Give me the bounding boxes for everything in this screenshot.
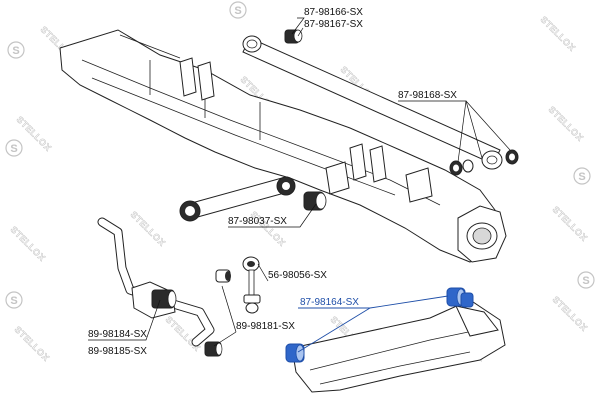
label-87-98164: 87-98164-SX	[300, 297, 359, 308]
watermark-left-3: STELLOX	[9, 224, 48, 263]
watermark-mid-7: STELLOX	[164, 314, 203, 353]
control-arm-bushing-front	[285, 343, 305, 363]
label-87-98168: 87-98168-SX	[398, 90, 457, 101]
trailing-link	[179, 176, 327, 222]
watermark-right-1: STELLOX	[539, 14, 578, 53]
watermark-s-mark-3: S	[5, 291, 23, 309]
label-89-98184: 89-98184-SX	[88, 329, 147, 340]
rod-eye-right	[481, 150, 503, 170]
rod-eye-left	[242, 35, 262, 53]
watermark-s-mark-2: S	[5, 139, 23, 157]
label-87-98167: 87-98167-SX	[304, 19, 363, 30]
watermark-s-mark-1: S	[7, 41, 25, 59]
svg-text:S: S	[10, 295, 17, 307]
lower-control-arm	[285, 287, 506, 393]
watermark-right-2: STELLOX	[547, 104, 586, 143]
watermark-right-4: STELLOX	[551, 294, 590, 333]
stabilizer-bar	[97, 217, 231, 357]
watermark-right-3: STELLOX	[551, 204, 590, 243]
hub-flange	[457, 205, 507, 263]
watermark-left-4: STELLOX	[13, 324, 52, 363]
label-56-98056: 56-98056-SX	[268, 270, 327, 281]
label-89-98185: 89-98185-SX	[88, 346, 147, 357]
watermark-left-2: STELLOX	[15, 114, 54, 153]
svg-text:S: S	[12, 45, 19, 57]
svg-text:S: S	[234, 5, 241, 17]
svg-text:S: S	[10, 143, 17, 155]
watermark-s-mark-5: S	[573, 167, 591, 185]
label-87-98037: 87-98037-SX	[228, 216, 287, 227]
trailing-link-eye-left	[179, 200, 201, 222]
watermark-s-mark-4: S	[229, 1, 247, 19]
svg-text:S: S	[578, 171, 585, 183]
stabilizer-link-bushing	[215, 269, 231, 283]
leader-lines	[88, 17, 511, 353]
axle-housing	[59, 29, 507, 263]
watermark-s-mark-6: S	[577, 271, 595, 289]
part-labels: 87-98166-SX 87-98167-SX 87-98168-SX 87-9…	[88, 7, 457, 357]
bushing-set-right	[449, 149, 519, 176]
lateral-rod-upper	[242, 35, 503, 170]
svg-text:S: S	[582, 275, 589, 287]
label-89-98181: 89-98181-SX	[236, 321, 295, 332]
trailing-link-bushing	[303, 191, 327, 211]
stabilizer-bracket	[131, 281, 177, 319]
watermark-mid-4: STELLOX	[129, 209, 168, 248]
control-arm-bushing-rear	[446, 287, 474, 308]
trailing-link-eye-right	[276, 176, 296, 196]
stabilizer-end-bushing	[204, 341, 223, 357]
label-87-98166: 87-98166-SX	[304, 7, 363, 18]
stabilizer-link	[242, 256, 261, 314]
